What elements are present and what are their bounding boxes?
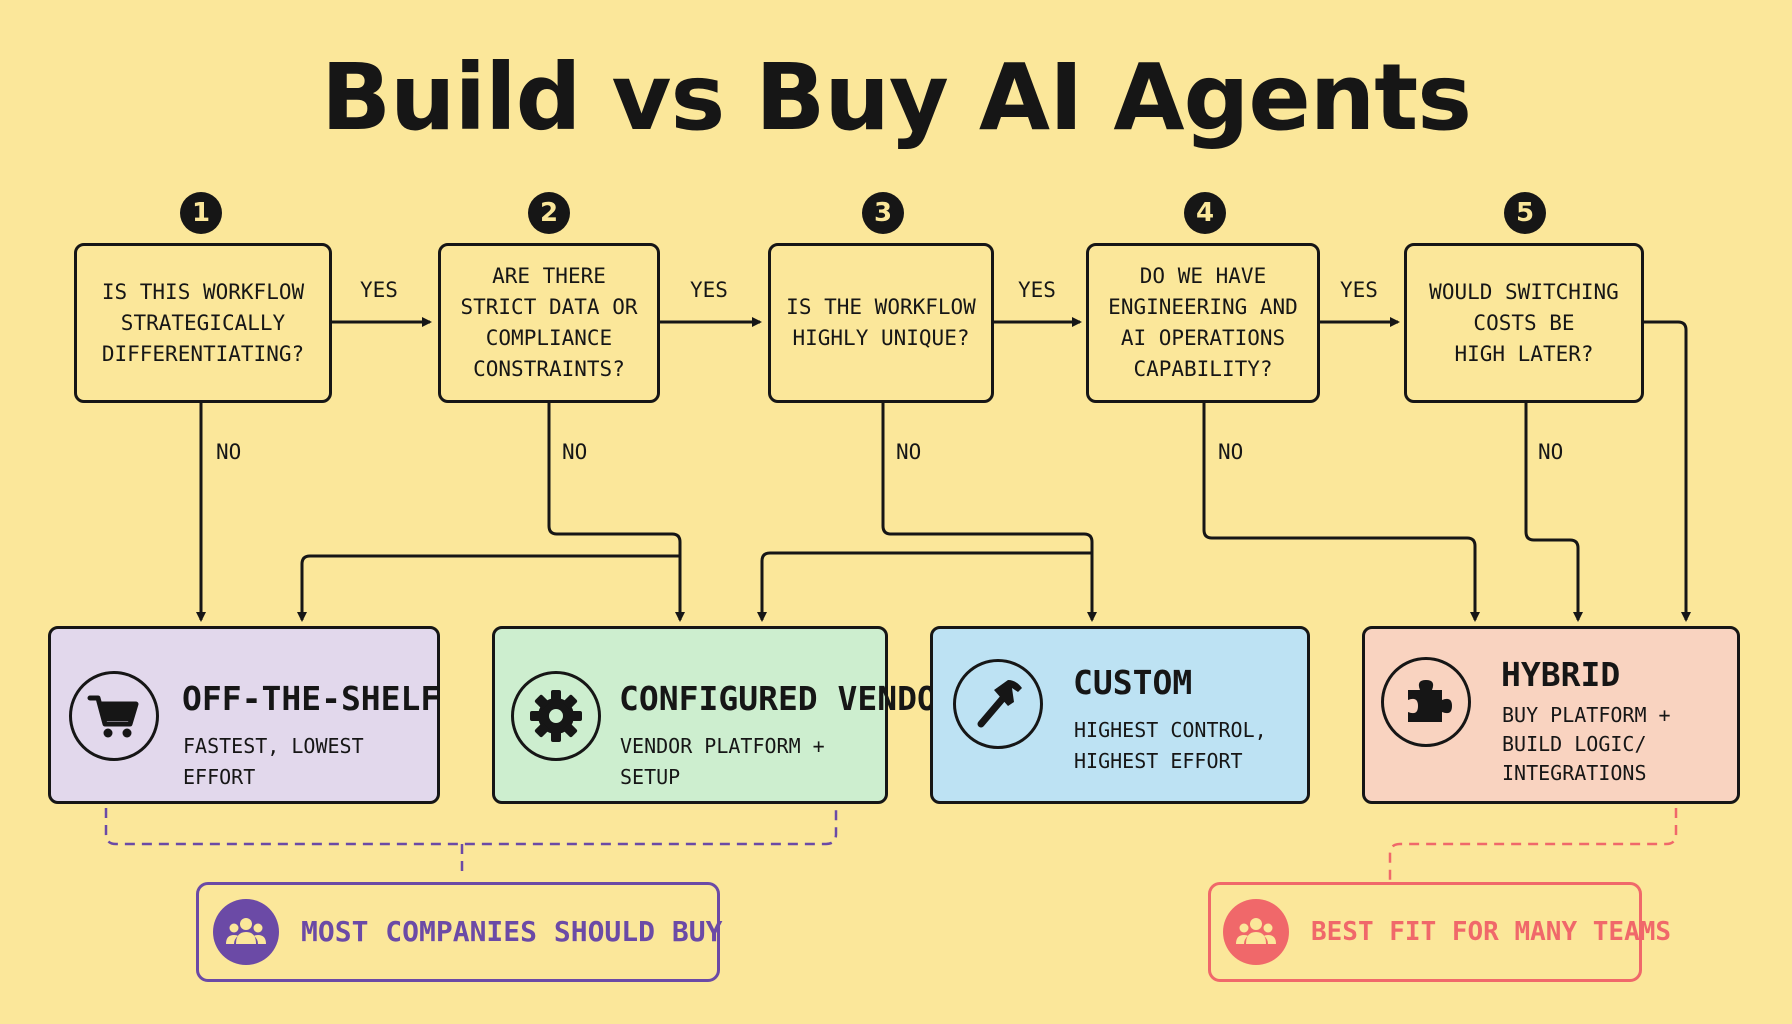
puzzle-icon-circle bbox=[1381, 657, 1471, 747]
step-number-4: 4 bbox=[1184, 192, 1226, 234]
puzzle-icon bbox=[1408, 680, 1452, 722]
people-icon-circle bbox=[1223, 899, 1289, 965]
no-label-5: NO bbox=[1538, 440, 1564, 464]
step-number-5: 5 bbox=[1504, 192, 1546, 234]
question-box-3: IS THE WORKFLOW HIGHLY UNIQUE? bbox=[768, 243, 994, 403]
no-branch-3 bbox=[757, 551, 1092, 622]
buy-bracket bbox=[104, 808, 838, 876]
no-arrow-2 bbox=[547, 402, 685, 622]
no-label-1: NO bbox=[216, 440, 242, 464]
yes-label-4: YES bbox=[1340, 278, 1378, 302]
callout-text: BEST FIT FOR MANY TEAMS bbox=[1311, 917, 1672, 947]
callout-best-fit: BEST FIT FOR MANY TEAMS bbox=[1208, 882, 1671, 982]
step-number-1: 1 bbox=[180, 192, 222, 234]
hybrid-bracket bbox=[1388, 808, 1678, 880]
question-box-5: WOULD SWITCHING COSTS BE HIGH LATER? bbox=[1404, 243, 1644, 403]
gear-icon-circle bbox=[511, 671, 601, 761]
callout-text: MOST COMPANIES SHOULD BUY bbox=[301, 915, 723, 948]
step-number-2: 2 bbox=[528, 192, 570, 234]
yes-label-1: YES bbox=[360, 278, 398, 302]
gear-icon bbox=[530, 690, 582, 742]
step-number-3: 3 bbox=[862, 192, 904, 234]
no-arrow-4 bbox=[1202, 402, 1480, 622]
no-arrow-3 bbox=[881, 402, 1097, 622]
outcome-subtitle: HIGHEST CONTROL, HIGHEST EFFORT bbox=[1074, 718, 1267, 773]
people-icon bbox=[226, 918, 266, 944]
page-title: Build vs Buy AI Agents bbox=[320, 44, 1472, 151]
yes-arrow-5 bbox=[1642, 320, 1691, 622]
outcome-title: OFF-THE-SHELF bbox=[182, 679, 441, 718]
question-box-4: DO WE HAVE ENGINEERING AND AI OPERATIONS… bbox=[1086, 243, 1320, 403]
people-icon bbox=[1236, 918, 1276, 944]
callout-most-companies-buy: MOST COMPANIES SHOULD BUY bbox=[196, 882, 723, 982]
outcome-title: CUSTOM bbox=[1073, 663, 1193, 702]
outcome-subtitle: VENDOR PLATFORM + SETUP bbox=[620, 734, 825, 789]
outcome-hybrid: HYBRID BUY PLATFORM + BUILD LOGIC/ INTEG… bbox=[1362, 626, 1740, 804]
yes-label-3: YES bbox=[1018, 278, 1056, 302]
outcome-custom: CUSTOM HIGHEST CONTROL, HIGHEST EFFORT bbox=[930, 626, 1310, 804]
outcome-title: HYBRID bbox=[1501, 655, 1621, 694]
outcome-subtitle: FASTEST, LOWEST EFFORT bbox=[183, 734, 364, 789]
question-box-2: ARE THERE STRICT DATA OR COMPLIANCE CONS… bbox=[438, 243, 660, 403]
no-arrow-5 bbox=[1524, 402, 1583, 622]
yes-label-2: YES bbox=[690, 278, 728, 302]
cart-icon bbox=[87, 695, 139, 738]
outcome-subtitle: BUY PLATFORM + BUILD LOGIC/ INTEGRATIONS bbox=[1502, 703, 1671, 785]
outcome-off-the-shelf: OFF-THE-SHELF FASTEST, LOWEST EFFORT bbox=[48, 626, 440, 804]
cart-icon-circle bbox=[69, 671, 159, 761]
no-label-4: NO bbox=[1218, 440, 1244, 464]
outcome-configured-vendor: CONFIGURED VENDOR VENDOR PLATFORM + SETU… bbox=[492, 626, 957, 804]
question-box-1: IS THIS WORKFLOW STRATEGICALLY DIFFERENT… bbox=[74, 243, 332, 403]
hammer-icon bbox=[977, 680, 1022, 728]
people-icon-circle bbox=[213, 899, 279, 965]
no-branch-2 bbox=[297, 554, 680, 622]
hammer-icon-circle bbox=[953, 659, 1043, 749]
no-label-2: NO bbox=[562, 440, 588, 464]
no-label-3: NO bbox=[896, 440, 922, 464]
outcome-title: CONFIGURED VENDOR bbox=[619, 679, 957, 718]
